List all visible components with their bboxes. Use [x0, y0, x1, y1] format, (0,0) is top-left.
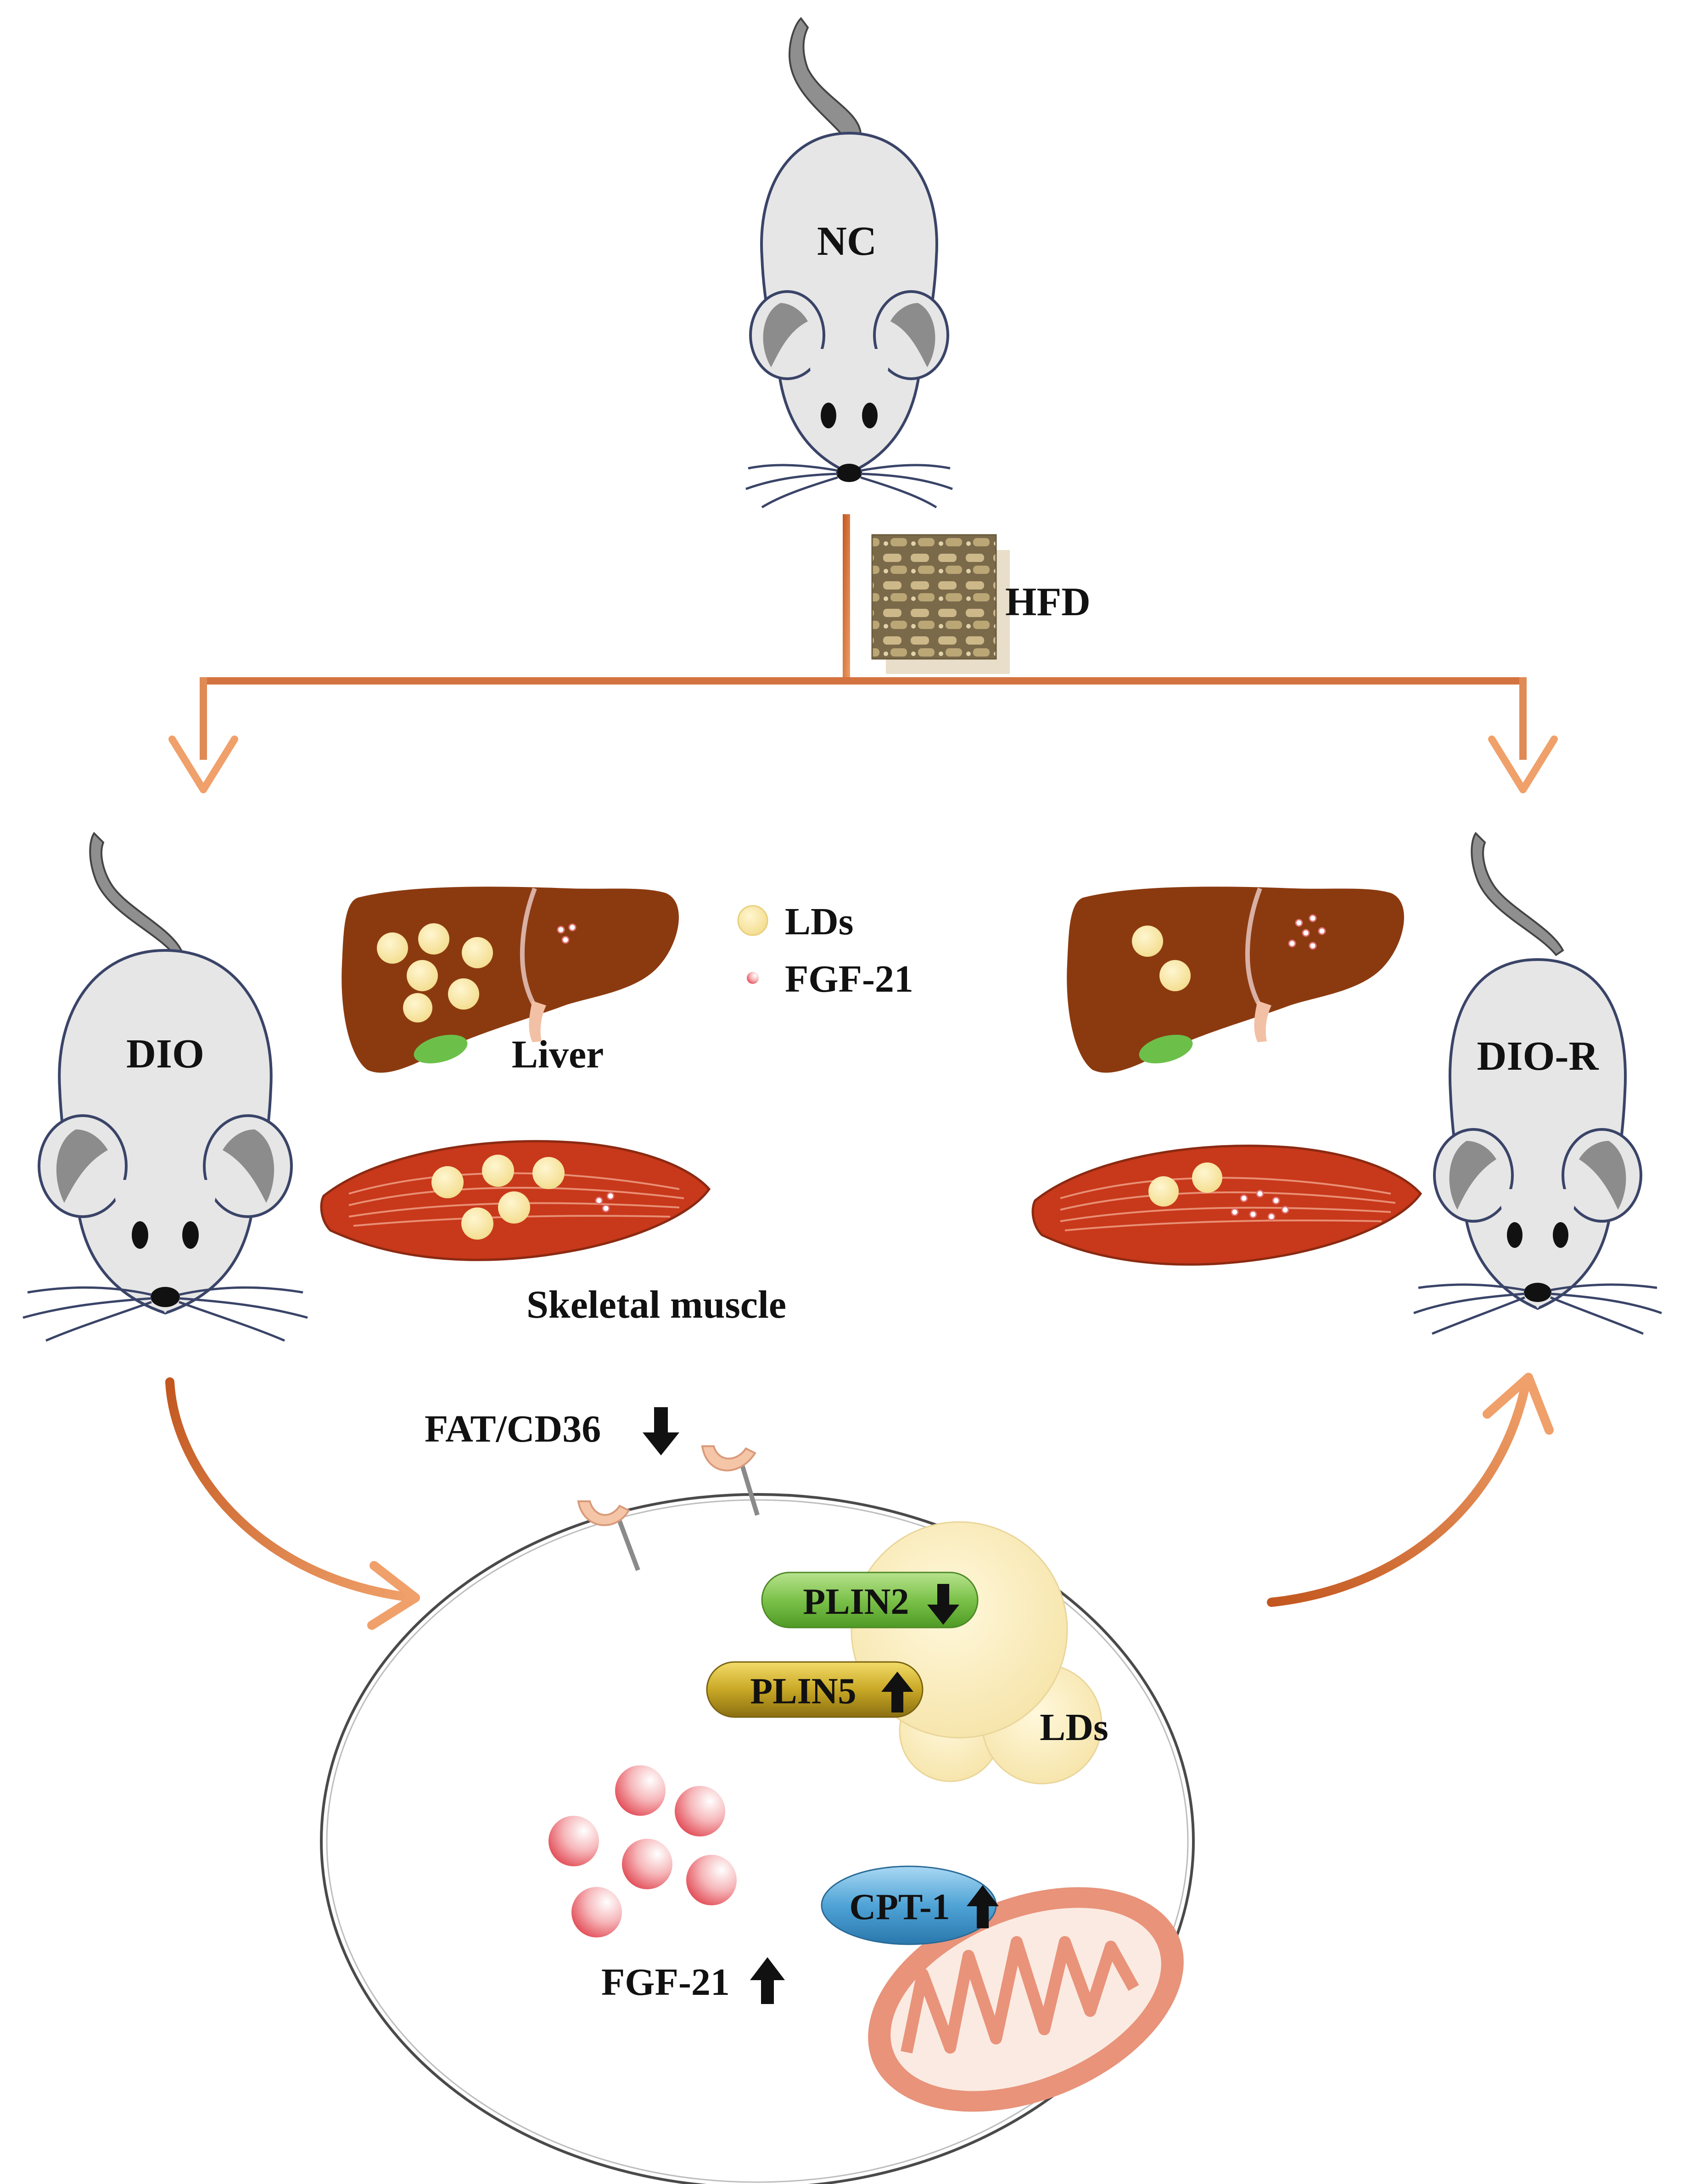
dio-liver-lipid-droplets — [377, 923, 493, 1022]
dio-liver-label: Liver — [512, 1032, 604, 1076]
fat-cd36-down-arrow-icon — [643, 1407, 679, 1455]
dio-muscle-label: Skeletal muscle — [526, 1282, 786, 1326]
hfd-split-arrows — [168, 514, 1558, 793]
plin2-protein: PLIN2 — [761, 1572, 979, 1628]
dio-mouse-tail — [89, 831, 183, 956]
nc-mouse-whiskers — [745, 464, 953, 509]
hfd-food-image — [871, 534, 1010, 674]
dio-liver-fgf21-dots — [557, 923, 577, 944]
dio-r-muscle-fgf21-dots — [1231, 1190, 1289, 1221]
cell: FAT/CD36 LDs PLIN2 PLIN5 — [320, 1407, 1195, 2184]
fat-cd36-receptor-left — [577, 1500, 640, 1571]
right-drop — [1519, 677, 1527, 760]
cpt1-up-arrow-icon — [967, 1885, 999, 1928]
dio-mouse-left-eye — [132, 1221, 148, 1249]
cell-fgf21-particles — [549, 1765, 737, 1937]
cell-membrane — [320, 1493, 1195, 2184]
dio-r-muscle-lipid-droplets — [1148, 1162, 1222, 1207]
nc-mouse-left-eye — [821, 403, 836, 428]
cell-fgf21-up-arrow-icon — [750, 1957, 785, 2004]
dio-r-mouse-nose — [1524, 1283, 1551, 1302]
cpt1-label: CPT-1 — [849, 1887, 950, 1927]
dio-r-mouse-right-eye — [1553, 1222, 1568, 1248]
dio-muscle-fgf21-dots — [595, 1192, 615, 1213]
legend: LDs FGF-21 — [737, 900, 913, 1000]
dio-mouse-label: DIO — [126, 1031, 204, 1077]
legend-ld-swatch — [737, 905, 768, 936]
left-drop — [200, 677, 207, 760]
dio-skeletal-muscle — [320, 1140, 711, 1261]
dio-mouse-right-eye — [182, 1221, 199, 1249]
dio-r-liver-lipid-droplets — [1132, 926, 1191, 991]
dio-mouse-left-ear — [38, 1114, 128, 1218]
legend-fgf21-label: FGF-21 — [785, 958, 913, 1000]
curved-arrow-left — [165, 1377, 420, 1630]
nc-mouse-right-eye — [862, 403, 878, 428]
dio-mouse: DIO — [22, 831, 308, 1342]
nc-mouse: NC — [745, 17, 953, 509]
dio-r-mouse-whiskers — [1413, 1283, 1662, 1335]
dio-r-liver-gallbladder — [1139, 1034, 1193, 1064]
nc-mouse-tail — [788, 17, 862, 139]
plin5-label: PLIN5 — [750, 1671, 856, 1712]
dio-r-mouse-right-ear — [1562, 1128, 1642, 1223]
hfd-label: HFD — [1005, 580, 1091, 624]
cell-fgf21-label: FGF-21 — [601, 1961, 730, 2004]
fat-cd36-label: FAT/CD36 — [425, 1408, 601, 1450]
split-bar — [200, 677, 1526, 685]
mitochondrion — [868, 1887, 1184, 2112]
plin2-down-arrow-icon — [927, 1584, 959, 1625]
dio-liver — [341, 887, 679, 1073]
split-stem — [843, 514, 850, 684]
nc-mouse-right-ear — [873, 290, 949, 380]
fat-cd36-receptor-right — [701, 1445, 760, 1516]
nc-mouse-nose — [836, 464, 862, 482]
legend-fgf21-swatch — [747, 972, 759, 984]
dio-r-liver — [1067, 887, 1404, 1073]
dio-r-mouse-tail — [1471, 831, 1564, 956]
plin5-protein: PLIN5 — [706, 1661, 924, 1718]
dio-r-skeletal-muscle — [1031, 1145, 1422, 1266]
dio-r-mouse-left-ear — [1433, 1128, 1514, 1223]
legend-ld-label: LDs — [785, 900, 853, 943]
nc-mouse-left-ear — [749, 290, 825, 380]
dio-r-mouse-left-eye — [1507, 1222, 1523, 1248]
dio-liver-gallbladder — [414, 1034, 468, 1064]
curved-arrow-right — [1267, 1373, 1554, 1607]
dio-r-liver-fgf21-dots — [1288, 914, 1326, 950]
dio-mouse-right-ear — [203, 1114, 293, 1218]
dio-muscle-lipid-droplets — [431, 1155, 565, 1240]
dio-mouse-whiskers — [22, 1286, 308, 1342]
dio-mouse-nose — [151, 1287, 180, 1307]
cpt1-protein: CPT-1 — [821, 1865, 999, 1945]
right-arrowhead — [1488, 735, 1558, 793]
cell-lds-label: LDs — [1040, 1706, 1108, 1749]
dio-r-mouse-label: DIO-R — [1477, 1033, 1599, 1079]
dio-r-mouse: DIO-R — [1413, 831, 1662, 1335]
left-arrowhead — [168, 735, 238, 793]
plin5-up-arrow-icon — [881, 1672, 913, 1712]
plin2-label: PLIN2 — [803, 1582, 909, 1622]
nc-mouse-label: NC — [817, 219, 877, 264]
